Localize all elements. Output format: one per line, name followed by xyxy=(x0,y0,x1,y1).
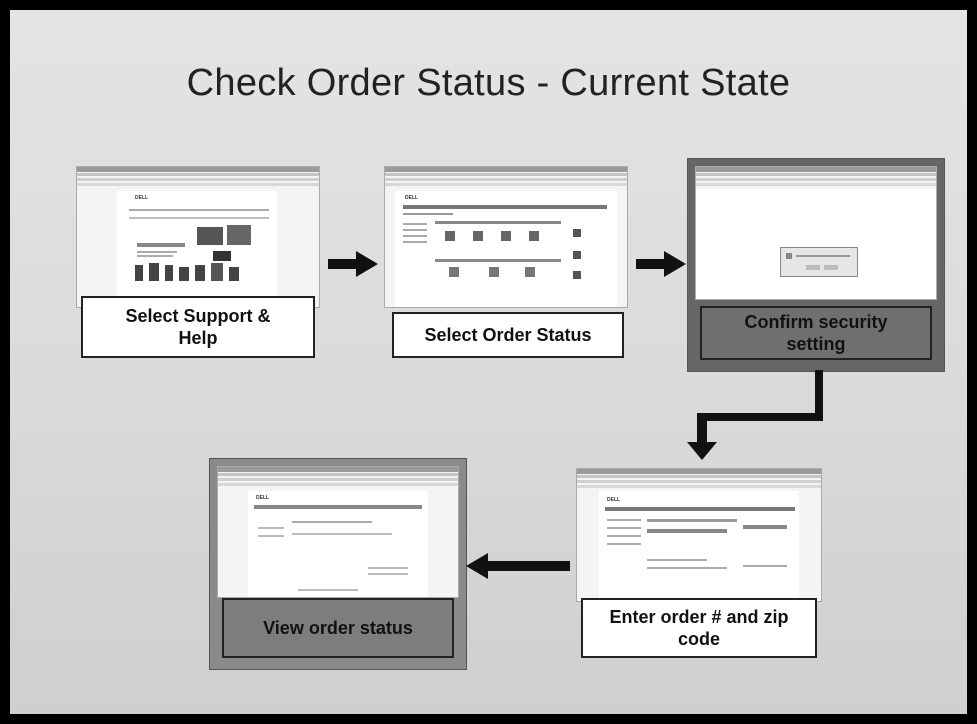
arrow-2-to-3 xyxy=(636,251,686,277)
step-3-screenshot xyxy=(695,166,937,300)
dell-logo: DELL xyxy=(256,495,270,501)
step-4-label-line1: Enter order # and zip xyxy=(609,607,789,627)
dell-logo: DELL xyxy=(607,497,621,503)
step-1-label-line1: Select Support & xyxy=(125,306,271,326)
step-2-label-line1: Select Order Status xyxy=(424,325,592,345)
step-5-screenshot: DELL xyxy=(217,466,459,598)
step-2-screenshot: DELL xyxy=(384,166,628,308)
step-1-label-line2: Help xyxy=(178,328,218,348)
flow-arrows xyxy=(328,251,823,579)
step-1-screenshot: DELL xyxy=(76,166,320,308)
dell-logo: DELL xyxy=(405,195,419,201)
step-4-label-line2: code xyxy=(677,629,720,649)
dell-logo: DELL xyxy=(135,195,149,201)
step-5-label: View order status xyxy=(222,598,454,658)
arrow-3-to-4 xyxy=(687,370,823,460)
step-2-label: Select Order Status xyxy=(392,312,624,358)
step-4-screenshot: DELL xyxy=(576,468,822,602)
step-3-label-line2: setting xyxy=(786,334,846,354)
arrow-1-to-2 xyxy=(328,251,378,277)
step-5-label-line1: View order status xyxy=(263,618,413,638)
slide: Check Order Status - Current State DELL … xyxy=(10,10,967,714)
step-1-label: Select Support &Help xyxy=(81,296,315,358)
arrow-4-to-5 xyxy=(466,553,570,579)
slide-title: Check Order Status - Current State xyxy=(186,62,791,104)
security-dialog xyxy=(780,247,858,277)
step-3-label-line1: Confirm security xyxy=(744,312,888,332)
